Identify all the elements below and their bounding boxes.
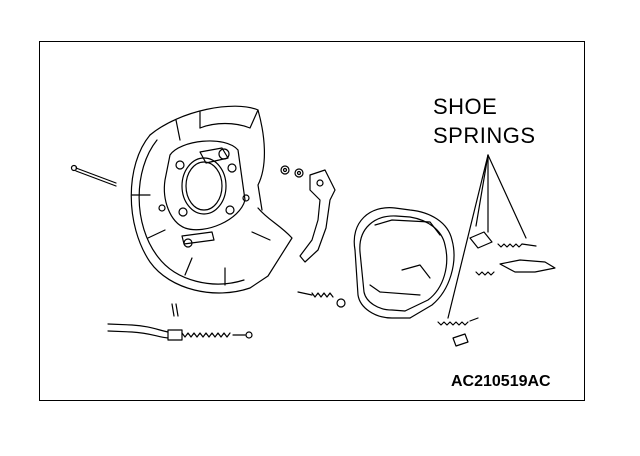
shoe-springs-label-line-2: SPRINGS — [433, 123, 536, 148]
diagram-frame — [39, 41, 585, 401]
parking-cable — [107, 303, 253, 341]
middle-shoe-spring — [475, 259, 556, 276]
lower-shoe-spring — [437, 317, 479, 347]
figure-code: AC210519AC — [451, 373, 551, 390]
upper-shoe-spring — [469, 231, 537, 249]
shoe-springs-label-line-1: SHOE — [433, 94, 498, 119]
brake-shoes — [353, 207, 455, 319]
callout-leaders — [447, 154, 527, 319]
backing-plate — [130, 105, 293, 294]
retainer-washers — [280, 165, 304, 178]
parking-brake-lever — [299, 169, 336, 263]
adjuster-spring — [297, 291, 346, 308]
mounting-bolt — [70, 164, 117, 187]
